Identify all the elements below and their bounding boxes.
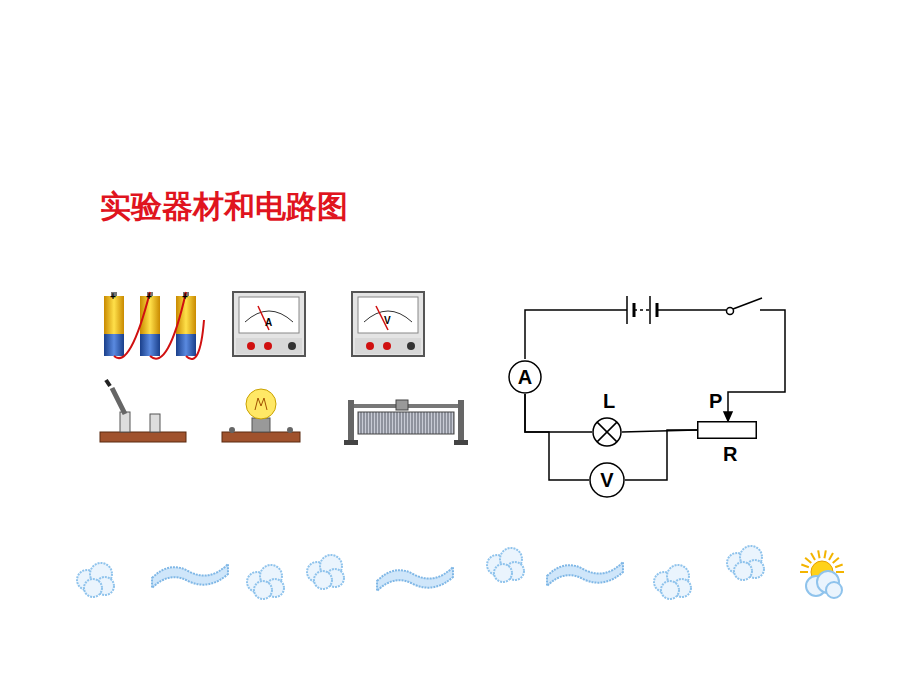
cloud-decoration: [77, 546, 764, 599]
voltmeter-picture: [352, 292, 424, 356]
ammeter-symbol: A: [508, 360, 542, 394]
slide-title: 实验器材和电路图: [100, 186, 348, 228]
symbol-letter: L: [603, 390, 615, 413]
bulb-picture: [222, 389, 300, 442]
switch-picture: [100, 380, 186, 442]
switch-symbol: [727, 308, 734, 315]
sun-decoration: [800, 550, 844, 598]
wire: [525, 394, 589, 480]
lamp-symbol: L: [592, 417, 622, 447]
ammeter-picture: [233, 292, 305, 356]
symbol-letter: P: [709, 390, 722, 413]
terminal-sign: +: [182, 292, 188, 302]
voltmeter-symbol: V: [589, 462, 625, 498]
battery-symbol: [626, 296, 628, 324]
terminal-sign: +: [146, 292, 152, 302]
terminal-sign: +: [110, 292, 116, 302]
symbol-outline: [697, 421, 757, 439]
rheostat-picture: [344, 400, 468, 445]
symbol-letter: A: [518, 366, 532, 389]
battery-picture: [104, 292, 204, 359]
symbol-letter: R: [723, 443, 737, 466]
wire: [625, 430, 697, 480]
meter-letter: A: [265, 318, 272, 328]
meter-letter: V: [384, 316, 391, 326]
symbol-letter: V: [600, 469, 613, 492]
rheostat-symbol: PR: [697, 421, 757, 439]
circuit-wires: [525, 296, 785, 421]
symbol-outline: [592, 417, 622, 447]
wire: [525, 394, 592, 432]
